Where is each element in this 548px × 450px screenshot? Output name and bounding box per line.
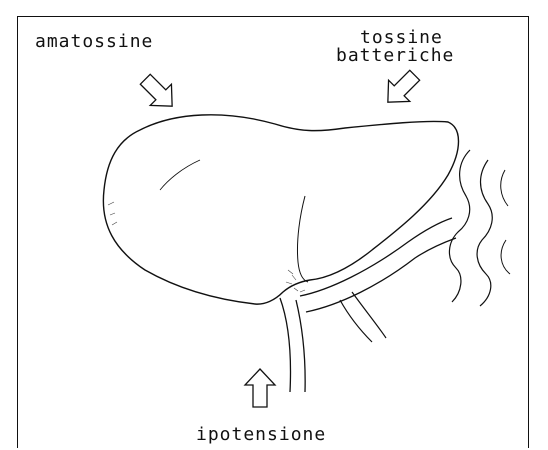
intestine-loops-3 <box>501 170 510 274</box>
amatoxins-label: amatossine <box>35 32 153 52</box>
intestine-loops-2 <box>477 160 492 306</box>
intestine-loops <box>449 150 470 302</box>
bacterial-toxins-label-line2: batteriche <box>336 46 454 66</box>
lobe-line-2 <box>160 160 200 190</box>
liver-outline <box>103 115 458 304</box>
portal-vessel <box>280 298 291 392</box>
hypotension-label: ipotensione <box>196 425 326 445</box>
bacterial-toxin-arrow-icon <box>377 65 425 113</box>
vessel-branch-cross <box>340 300 372 342</box>
lobe-line <box>297 196 308 282</box>
vessel-branch-cross-2 <box>352 292 386 338</box>
portal-vessel-2 <box>296 300 305 392</box>
liver-shading <box>108 202 305 292</box>
hypotension-arrow-icon <box>245 369 275 407</box>
amatoxin-arrow-icon <box>135 69 183 117</box>
